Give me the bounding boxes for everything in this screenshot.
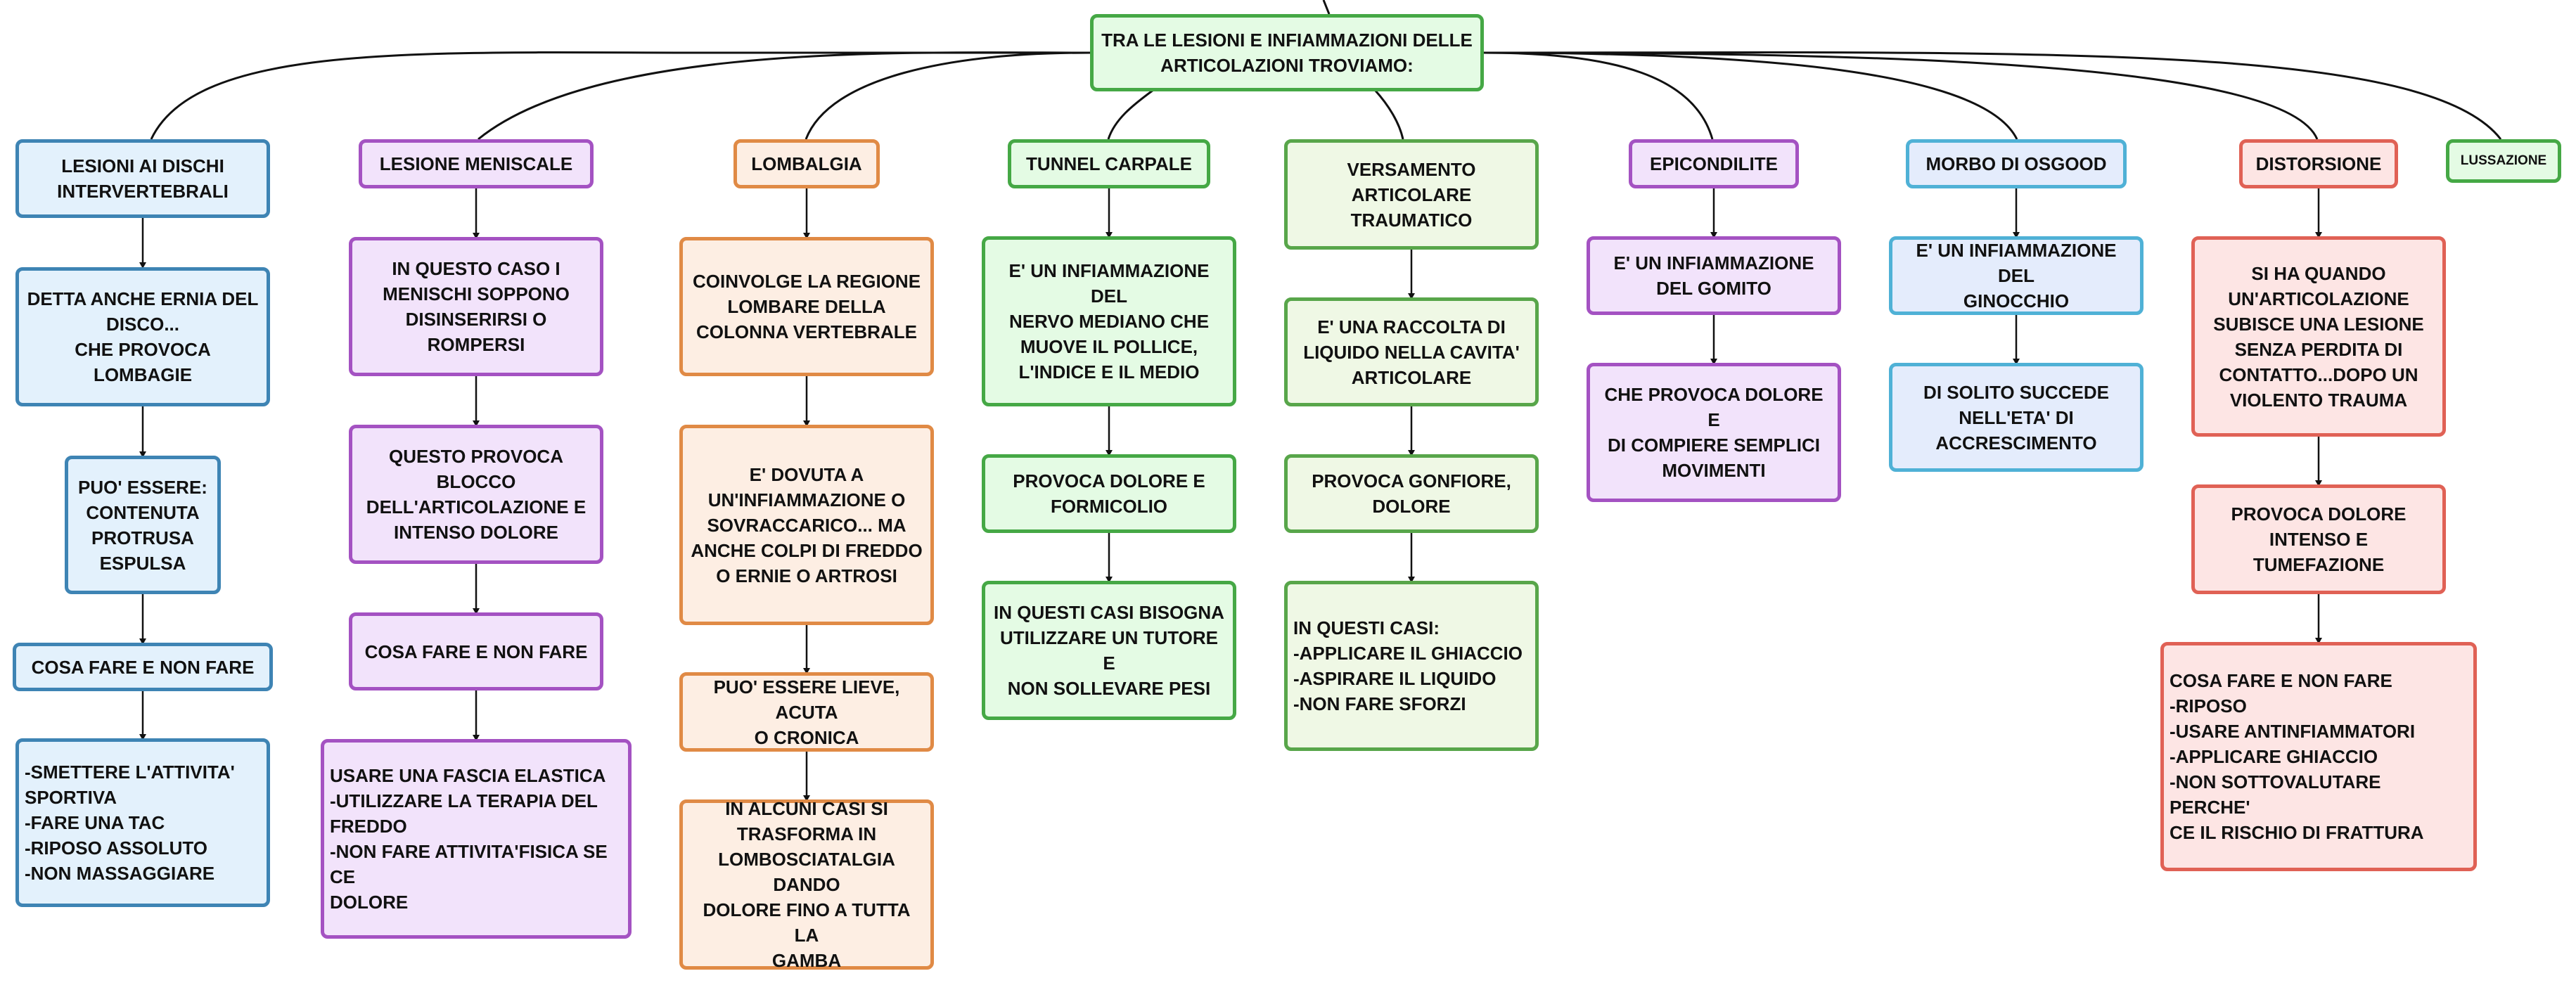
morbo-osgood-detail-2[interactable]: DI SOLITO SUCCEDE NELL'ETA' DI ACCRESCIM… xyxy=(1889,363,2144,472)
lesioni-dischi-detail-4[interactable]: -SMETTERE L'ATTIVITA' SPORTIVA -FARE UNA… xyxy=(15,738,270,907)
lombalgia-detail-1[interactable]: COINVOLGE LA REGIONE LOMBARE DELLA COLON… xyxy=(679,237,934,376)
lesione-meniscale-detail-3[interactable]: COSA FARE E NON FARE xyxy=(349,612,603,690)
root-node[interactable]: TRA LE LESIONI E INFIAMMAZIONI DELLE ART… xyxy=(1090,14,1484,91)
tunnel-carpale-detail-1[interactable]: E' UN INFIAMMAZIONE DEL NERVO MEDIANO CH… xyxy=(982,236,1236,406)
lesione-meniscale-detail-2[interactable]: QUESTO PROVOCA BLOCCO DELL'ARTICOLAZIONE… xyxy=(349,425,603,564)
topic-morbo-osgood[interactable]: MORBO DI OSGOOD xyxy=(1906,139,2127,188)
lesioni-dischi-detail-1[interactable]: DETTA ANCHE ERNIA DEL DISCO... CHE PROVO… xyxy=(15,267,270,406)
lombalgia-detail-4[interactable]: IN ALCUNI CASI SI TRASFORMA IN LOMBOSCIA… xyxy=(679,798,934,971)
topic-tunnel-carpale[interactable]: TUNNEL CARPALE xyxy=(1008,139,1210,188)
distorsione-detail-2[interactable]: PROVOCA DOLORE INTENSO E TUMEFAZIONE xyxy=(2191,484,2446,594)
lesioni-dischi-detail-2[interactable]: PUO' ESSERE: CONTENUTA PROTRUSA ESPULSA xyxy=(65,456,221,594)
versamento-detail-1[interactable]: E' UNA RACCOLTA DI LIQUIDO NELLA CAVITA'… xyxy=(1284,297,1539,406)
versamento-detail-2[interactable]: PROVOCA GONFIORE, DOLORE xyxy=(1284,454,1539,533)
topic-lesione-meniscale[interactable]: LESIONE MENISCALE xyxy=(359,139,594,188)
topic-lombalgia[interactable]: LOMBALGIA xyxy=(733,139,880,188)
topic-epicondilite[interactable]: EPICONDILITE xyxy=(1629,139,1799,188)
epicondilite-detail-2[interactable]: CHE PROVOCA DOLORE E DI COMPIERE SEMPLIC… xyxy=(1587,363,1841,502)
topic-versamento-articolare[interactable]: VERSAMENTO ARTICOLARE TRAUMATICO xyxy=(1284,139,1539,250)
epicondilite-detail-1[interactable]: E' UN INFIAMMAZIONE DEL GOMITO xyxy=(1587,236,1841,315)
lombalgia-detail-2[interactable]: E' DOVUTA A UN'INFIAMMAZIONE O SOVRACCAR… xyxy=(679,425,934,625)
lombalgia-detail-3[interactable]: PUO' ESSERE LIEVE, ACUTA O CRONICA xyxy=(679,672,934,752)
distorsione-detail-1[interactable]: SI HA QUANDO UN'ARTICOLAZIONE SUBISCE UN… xyxy=(2191,236,2446,437)
tunnel-carpale-detail-3[interactable]: IN QUESTI CASI BISOGNA UTILIZZARE UN TUT… xyxy=(982,581,1236,720)
distorsione-detail-3[interactable]: COSA FARE E NON FARE -RIPOSO -USARE ANTI… xyxy=(2160,642,2477,871)
lesione-meniscale-detail-4[interactable]: USARE UNA FASCIA ELASTICA -UTILIZZARE LA… xyxy=(321,739,632,939)
topic-lussazione[interactable]: LUSSAZIONE xyxy=(2446,139,2561,183)
lesione-meniscale-detail-1[interactable]: IN QUESTO CASO I MENISCHI SOPPONO DISINS… xyxy=(349,237,603,376)
topic-distorsione[interactable]: DISTORSIONE xyxy=(2239,139,2398,188)
tunnel-carpale-detail-2[interactable]: PROVOCA DOLORE E FORMICOLIO xyxy=(982,454,1236,533)
lesioni-dischi-detail-3[interactable]: COSA FARE E NON FARE xyxy=(13,643,273,691)
versamento-detail-3[interactable]: IN QUESTI CASI: -APPLICARE IL GHIACCIO -… xyxy=(1284,581,1539,751)
topic-lesioni-dischi[interactable]: LESIONI AI DISCHI INTERVERTEBRALI xyxy=(15,139,270,218)
morbo-osgood-detail-1[interactable]: E' UN INFIAMMAZIONE DEL GINOCCHIO xyxy=(1889,236,2144,315)
